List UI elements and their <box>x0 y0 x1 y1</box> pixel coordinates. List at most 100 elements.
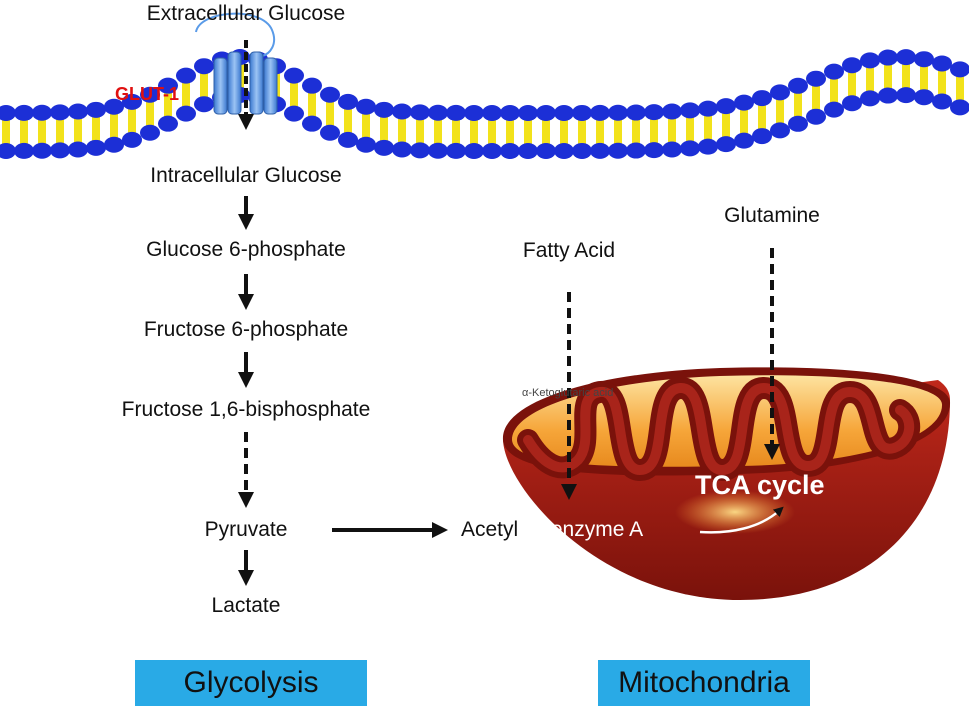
lipid-tail <box>434 119 442 144</box>
phospholipid-head <box>950 99 969 116</box>
phospholipid-head <box>482 104 502 121</box>
lipid-tail <box>794 92 802 117</box>
extracellular-glucose-label: Extracellular Glucose <box>146 2 346 25</box>
fructose-16-bisphosphate-label: Fructose 1,6-bisphosphate <box>121 398 371 421</box>
glut1-label: GLUT-1 <box>115 84 180 104</box>
phospholipid-head <box>14 142 34 159</box>
phospholipid-head <box>50 142 70 159</box>
phospholipid-head <box>302 77 322 94</box>
phospholipid-head <box>662 103 682 120</box>
phospholipid-head <box>194 96 214 113</box>
phospholipid-head <box>716 136 736 153</box>
lipid-tail <box>884 64 892 89</box>
phospholipid-head <box>518 142 538 159</box>
lipid-tail <box>542 119 550 144</box>
phospholipid-head <box>158 77 178 94</box>
lipid-tail <box>290 82 298 107</box>
phospholipid-head <box>518 104 538 121</box>
phospholipid-head <box>0 104 16 121</box>
phospholipid-head <box>536 104 556 121</box>
phospholipid-head <box>806 108 826 125</box>
lipid-tail <box>2 119 10 144</box>
phospholipid-head <box>734 94 754 111</box>
lipid-tail <box>164 92 172 117</box>
lipid-tail <box>956 76 964 101</box>
phospholipid-head <box>194 58 214 75</box>
lipid-tail <box>146 101 154 126</box>
alpha-ketoglutaric-acid-label: α-Ketoglutaric acid <box>522 387 614 399</box>
phospholipid-head <box>140 86 160 103</box>
phospholipid-head <box>500 142 520 159</box>
lipid-tail <box>128 108 136 133</box>
phospholipid-head <box>572 104 592 121</box>
phospholipid-head <box>536 142 556 159</box>
lipid-tail <box>110 113 118 138</box>
phospholipid-head <box>770 122 790 139</box>
lipid-tail <box>470 119 478 144</box>
phospholipid-head <box>374 101 394 118</box>
phospholipid-head <box>392 141 412 158</box>
phospholipid-head <box>410 142 430 159</box>
phospholipid-head <box>770 84 790 101</box>
lactate-label: Lactate <box>211 594 281 617</box>
phospholipid-head <box>590 142 610 159</box>
phospholipid-head <box>572 142 592 159</box>
phospholipid-head <box>284 67 304 84</box>
phospholipid-head <box>158 115 178 132</box>
phospholipid-head <box>32 104 52 121</box>
phospholipid-head <box>698 100 718 117</box>
phospholipid-head <box>680 140 700 157</box>
phospholipid-head <box>788 115 808 132</box>
phospholipid-head <box>914 51 934 68</box>
phospholipid-head <box>338 131 358 148</box>
phospholipid-head <box>32 142 52 159</box>
phospholipid-head <box>104 136 124 153</box>
phospholipid-head <box>122 93 142 110</box>
lipid-tail <box>92 116 100 141</box>
phospholipid-head <box>698 138 718 155</box>
phospholipid-head <box>14 104 34 121</box>
phospholipid-head <box>860 52 880 69</box>
membrane-phospholipid-heads <box>0 49 969 159</box>
phospholipid-head <box>428 142 448 159</box>
phospholipid-head <box>410 104 430 121</box>
glut1-transporter-icon <box>195 12 278 115</box>
lipid-tail <box>344 108 352 133</box>
mitochondria-box: Mitochondria <box>598 660 810 706</box>
phospholipid-head <box>896 87 916 104</box>
phospholipid-head <box>320 124 340 141</box>
phospholipid-head <box>374 139 394 156</box>
phospholipid-head <box>752 90 772 107</box>
phospholipid-head <box>68 103 88 120</box>
lipid-tail <box>848 72 856 97</box>
glycolysis-box: Glycolysis <box>135 660 367 706</box>
phospholipid-head <box>950 61 969 78</box>
lipid-tail <box>938 70 946 95</box>
phospholipid-head <box>500 104 520 121</box>
phospholipid-head <box>140 124 160 141</box>
fatty-acid-label: Fatty Acid <box>522 239 616 262</box>
phospholipid-head <box>176 67 196 84</box>
phospholipid-head <box>554 104 574 121</box>
lipid-tail <box>902 64 910 89</box>
phospholipid-head <box>626 142 646 159</box>
lipid-tail <box>632 119 640 144</box>
phospholipid-head <box>464 142 484 159</box>
lipid-tail <box>866 67 874 92</box>
phospholipid-head <box>608 104 628 121</box>
phospholipid-head <box>122 131 142 148</box>
phospholipid-head <box>608 142 628 159</box>
lipid-tail <box>38 119 46 144</box>
phospholipid-head <box>302 115 322 132</box>
phospholipid-head <box>896 49 916 66</box>
phospholipid-head <box>392 103 412 120</box>
lipid-tail <box>362 113 370 138</box>
lipid-tail <box>200 73 208 98</box>
phospholipid-head <box>86 101 106 118</box>
lipid-tail <box>722 113 730 138</box>
lipid-tail <box>776 99 784 124</box>
phospholipid-head <box>50 104 70 121</box>
lipid-tail <box>380 116 388 141</box>
phospholipid-head <box>824 63 844 80</box>
phospholipid-head <box>932 93 952 110</box>
